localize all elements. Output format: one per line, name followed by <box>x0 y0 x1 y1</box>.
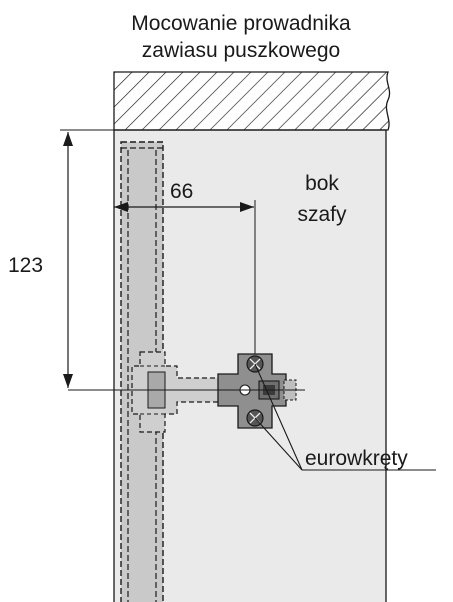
diagram-title-line2: zawiasu puszkowego <box>142 39 340 62</box>
diagram-title-line1: Mocowanie prowadnika <box>131 12 351 35</box>
cabinet-side-label-line1: bok <box>305 172 339 195</box>
dimension-horizontal-value: 66 <box>170 180 193 203</box>
screw-leader-lines <box>254 363 436 471</box>
screws-label: eurowkręty <box>305 447 408 470</box>
dimension-horizontal <box>114 200 256 354</box>
cabinet-top-section <box>113 71 391 131</box>
cabinet-side-label-line2: szafy <box>297 203 347 226</box>
dimension-vertical <box>60 129 386 388</box>
dimension-vertical-value: 123 <box>8 254 43 277</box>
